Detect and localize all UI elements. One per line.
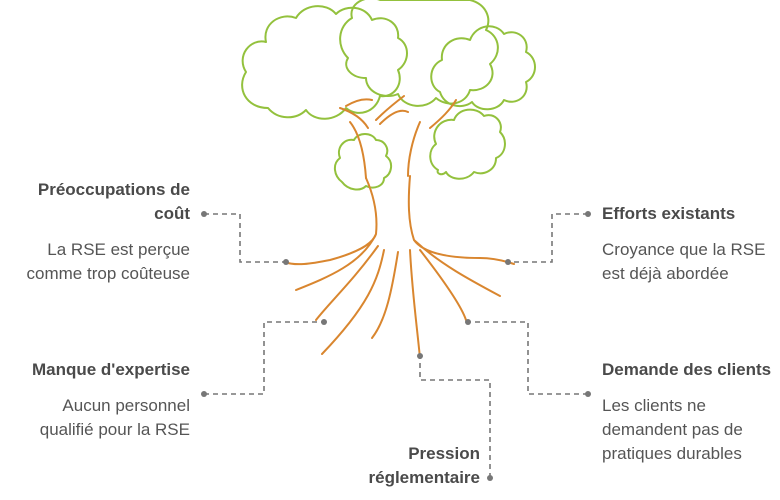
- item-efforts: Efforts existants Croyance que la RSE es…: [602, 202, 772, 286]
- connectors: [204, 213, 588, 478]
- connector-cost: [204, 213, 286, 263]
- connector-dots: [201, 211, 591, 481]
- connector-expertise: [204, 321, 324, 395]
- item-clients-title: Demande des clients: [602, 360, 772, 379]
- item-efforts-desc: Croyance que la RSE est déjà abordée: [602, 240, 766, 283]
- item-cost-desc: La RSE est perçue comme trop coûteuse: [26, 240, 190, 283]
- item-clients: Demande des clients Les clients ne deman…: [602, 358, 772, 466]
- connector-pressure: [419, 356, 491, 478]
- item-expertise: Manque d'expertise Aucun personnel quali…: [20, 358, 190, 442]
- item-expertise-desc: Aucun personnel qualifié pour la RSE: [39, 396, 190, 439]
- item-clients-desc: Les clients ne demandent pas de pratique…: [602, 396, 743, 463]
- item-pressure: Pression réglementaire: [310, 442, 481, 490]
- connector-clients: [468, 321, 588, 395]
- item-pressure-title: Pression réglementaire: [368, 444, 481, 487]
- item-cost-title: Préoccupations de coût: [37, 180, 190, 223]
- tree-trunk: [283, 95, 515, 359]
- connector-efforts: [508, 213, 588, 263]
- item-efforts-title: Efforts existants: [602, 204, 736, 223]
- tree-canopy: [241, 0, 536, 191]
- item-cost: Préoccupations de coût La RSE est perçue…: [20, 178, 190, 286]
- item-expertise-title: Manque d'expertise: [31, 360, 190, 379]
